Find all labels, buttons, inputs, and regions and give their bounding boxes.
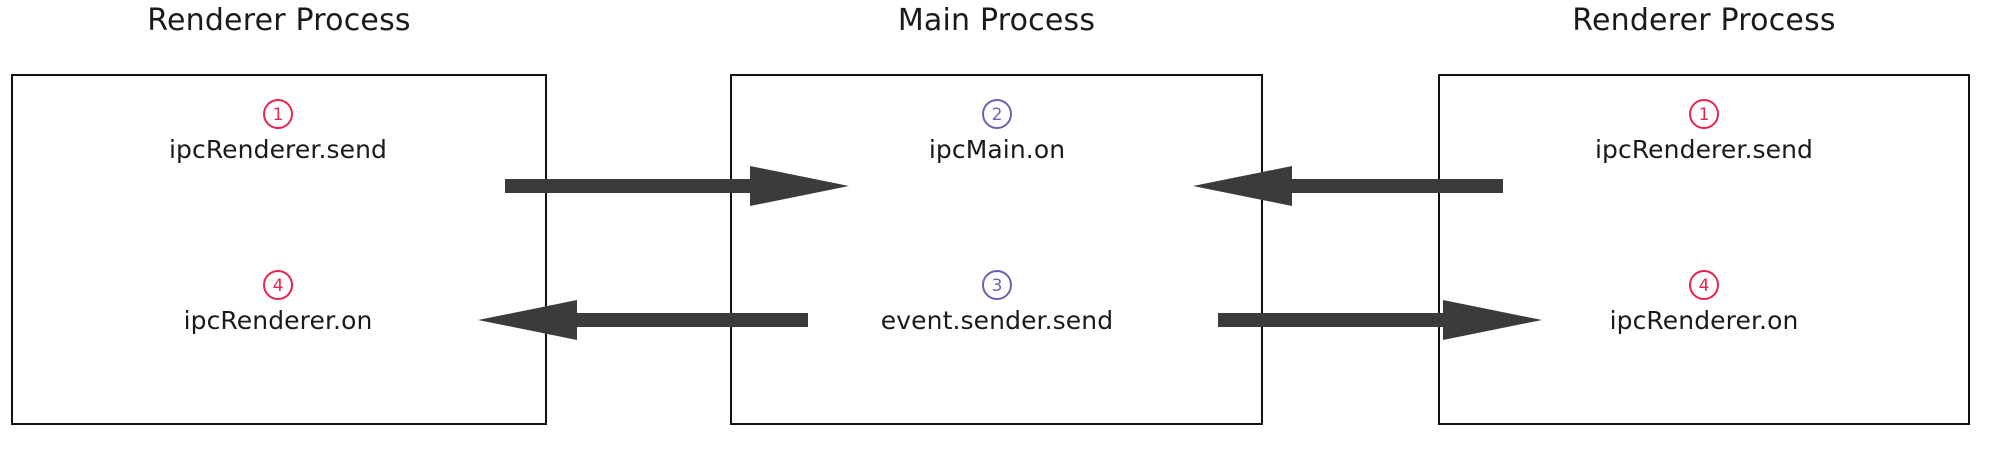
process-box-renderer-left — [11, 74, 547, 425]
step-renderer-right-send: 1 ipcRenderer.send — [1494, 99, 1914, 164]
column-heading-renderer-left: Renderer Process — [147, 3, 411, 38]
step-number-badge: 2 — [982, 99, 1012, 129]
step-label: ipcRenderer.send — [1594, 135, 1814, 164]
step-renderer-right-on: 4 ipcRenderer.on — [1494, 270, 1914, 335]
arrow-left-icon-right-to-main — [1193, 166, 1503, 206]
step-label: ipcMain.on — [928, 135, 1066, 164]
column-heading-main: Main Process — [897, 3, 1096, 38]
step-main-event-sender-send: 3 event.sender.send — [787, 270, 1207, 335]
arrow-right-icon-main-to-right — [1218, 300, 1542, 340]
step-label: ipcRenderer.send — [168, 135, 388, 164]
step-label: ipcRenderer.on — [1609, 306, 1799, 335]
process-box-main — [730, 74, 1263, 425]
step-label: event.sender.send — [880, 306, 1114, 335]
step-label: ipcRenderer.on — [183, 306, 373, 335]
step-renderer-left-send: 1 ipcRenderer.send — [68, 99, 488, 164]
step-number-badge: 4 — [1689, 270, 1719, 300]
step-number-badge: 4 — [263, 270, 293, 300]
step-number-badge: 1 — [1689, 99, 1719, 129]
column-heading-renderer-right: Renderer Process — [1572, 3, 1836, 38]
step-number-badge: 3 — [982, 270, 1012, 300]
process-box-renderer-right — [1438, 74, 1970, 425]
step-main-ipcmain-on: 2 ipcMain.on — [787, 99, 1207, 164]
step-number-badge: 1 — [263, 99, 293, 129]
step-renderer-left-on: 4 ipcRenderer.on — [68, 270, 488, 335]
arrow-left-icon-main-to-left — [478, 300, 808, 340]
arrow-right-icon-left-to-main — [505, 166, 849, 206]
